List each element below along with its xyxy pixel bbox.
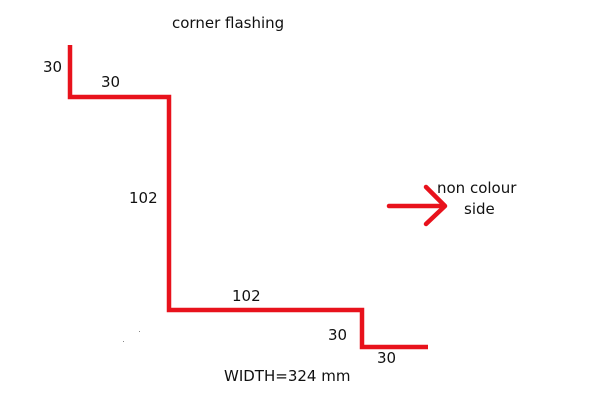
dimension-label-horizontal-leg: 102	[232, 287, 261, 305]
side-note-line-1: non colour	[437, 179, 517, 197]
dimension-label-top-flange: 30	[43, 58, 63, 76]
side-note-line-2: side	[464, 200, 495, 218]
dimension-label-vertical-leg: 102	[129, 189, 158, 207]
diagram-title: corner flashing	[172, 14, 285, 32]
dimension-label-top-return: 30	[101, 73, 121, 91]
dimension-label-bottom-drop: 30	[328, 326, 348, 344]
stray-marks	[123, 331, 140, 342]
flashing-profile-line	[67, 45, 428, 350]
non-colour-side-arrow-icon	[386, 184, 448, 227]
dimension-label-bottom-return: 30	[377, 349, 397, 367]
total-width-label: WIDTH=324 mm	[224, 367, 351, 385]
